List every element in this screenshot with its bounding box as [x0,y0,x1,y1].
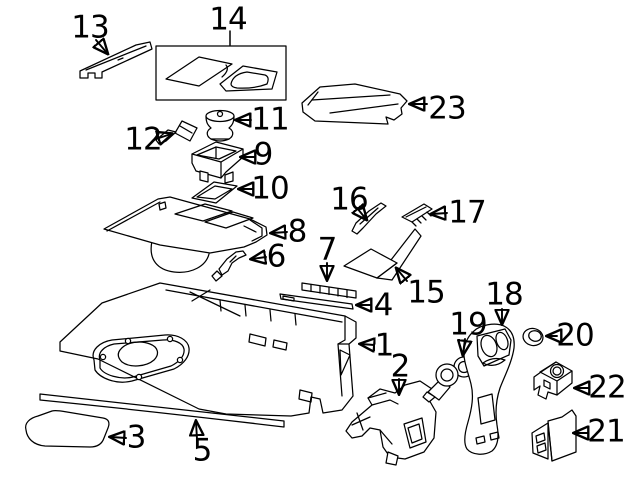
part-6-drawing[interactable] [211,250,247,282]
part-13-drawing[interactable] [79,41,153,79]
part-23-drawing[interactable] [301,83,408,125]
callout-label-7[interactable]: 7 [317,231,338,268]
part-1-drawing[interactable] [59,282,357,417]
callout-label-8[interactable]: 8 [287,213,308,250]
callout-label-23[interactable]: 23 [428,90,466,127]
callout-label-4[interactable]: 4 [373,287,394,324]
callout-label-17[interactable]: 17 [448,194,486,231]
callout-arrows [96,40,589,439]
part-20-drawing[interactable] [521,327,544,348]
part-4-drawing[interactable] [279,293,354,310]
part-8-drawing[interactable] [103,196,268,273]
part-5-drawing[interactable] [39,393,285,428]
part-10-drawing[interactable] [191,181,238,204]
part-11-drawing[interactable] [205,109,235,142]
callout-label-21[interactable]: 21 [587,413,625,450]
callout-label-5[interactable]: 5 [192,432,213,469]
part-17-drawing[interactable] [401,203,433,227]
callout-label-16[interactable]: 16 [330,181,368,218]
callout-label-13[interactable]: 13 [71,9,109,46]
part-9-drawing[interactable] [191,141,244,184]
callout-label-14[interactable]: 14 [209,1,247,38]
callout-label-2[interactable]: 2 [390,348,411,385]
part-21-drawing[interactable] [531,409,577,462]
callout-label-3[interactable]: 3 [126,419,147,456]
callout-label-11[interactable]: 11 [251,101,289,138]
callout-label-15[interactable]: 15 [407,274,445,311]
part-12-drawing[interactable] [155,120,198,145]
callout-label-12[interactable]: 12 [124,121,162,158]
callout-label-1[interactable]: 1 [374,327,395,364]
part-22-drawing[interactable] [533,361,573,400]
callout-label-9[interactable]: 9 [253,136,274,173]
part-14-drawing[interactable] [155,30,287,101]
callout-label-18[interactable]: 18 [485,276,523,313]
part-15-drawing[interactable] [343,228,422,281]
callout-label-6[interactable]: 6 [266,238,287,275]
callout-label-19[interactable]: 19 [449,306,487,343]
callout-label-10[interactable]: 10 [251,170,289,207]
part-7-drawing[interactable] [301,282,357,299]
part-3-drawing[interactable] [24,409,110,448]
callout-label-20[interactable]: 20 [556,317,594,354]
callout-label-22[interactable]: 22 [588,369,626,406]
part-18-drawing[interactable] [463,323,515,455]
part-2-drawing[interactable] [345,380,437,466]
